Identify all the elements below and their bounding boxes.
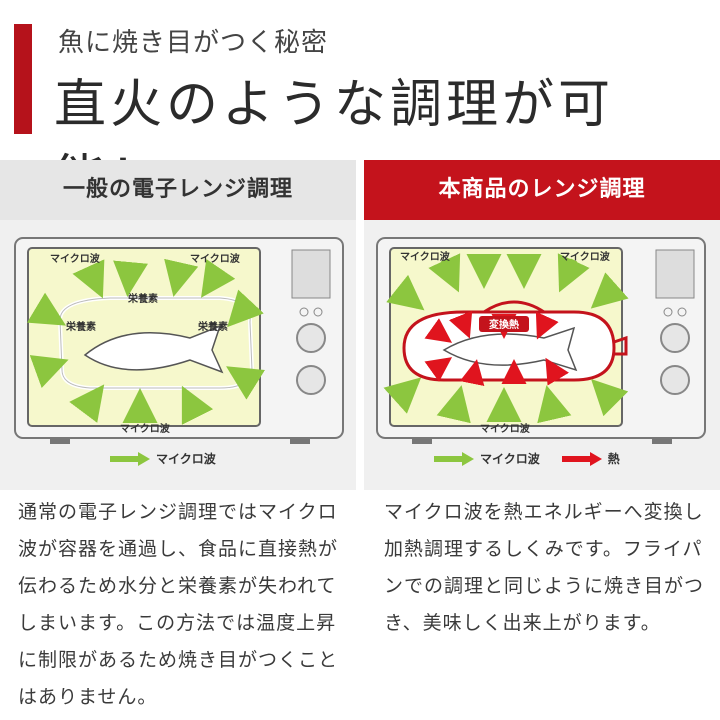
header: 魚に焼き目がつく秘密 直火のような調理が可能！ bbox=[0, 0, 720, 210]
legend-item-heat: 熱 bbox=[561, 450, 620, 467]
conventional-panel: 一般の電子レンジ調理 マイクロ波 マイクロ波 マイクロ波 栄養素 栄養素 栄養素 bbox=[0, 160, 356, 490]
label-microwave: マイクロ波 bbox=[120, 422, 171, 435]
product-legend: マイクロ波 熱 bbox=[434, 450, 642, 467]
dish-lid-handle bbox=[483, 300, 545, 314]
legend-item-microwave: マイクロ波 bbox=[434, 450, 540, 467]
oven-knob bbox=[660, 365, 690, 395]
oven-display bbox=[291, 249, 331, 299]
product-panel: 本商品のレンジ調理 bbox=[364, 160, 720, 490]
legend-label: 熱 bbox=[607, 452, 620, 466]
product-description: マイクロ波を熱エネルギーへ変換し加熱調理するしくみです。フライパンでの調理と同じ… bbox=[384, 501, 705, 634]
microwave-arrows bbox=[26, 258, 266, 425]
legend-label: マイクロ波 bbox=[480, 452, 540, 466]
conventional-description: 通常の電子レンジ調理ではマイクロ波が容器を通過し、食品に直接熱が伝わるため水分と… bbox=[18, 501, 339, 708]
green-arrow-icon bbox=[434, 451, 474, 466]
conversion-heat-badge bbox=[479, 316, 529, 332]
label-microwave: マイクロ波 bbox=[190, 252, 241, 265]
label-microwave: マイクロ波 bbox=[480, 422, 531, 435]
oven-knob bbox=[660, 323, 690, 353]
oven-knob bbox=[296, 323, 326, 353]
conventional-legend: マイクロ波 bbox=[110, 450, 238, 467]
header-subtitle: 魚に焼き目がつく秘密 bbox=[58, 28, 329, 58]
oven-knob bbox=[296, 365, 326, 395]
label-nutrient: 栄養素 bbox=[65, 320, 96, 333]
label-microwave: マイクロ波 bbox=[50, 252, 101, 265]
fish bbox=[83, 324, 224, 374]
product-oven-diagram: 変換熱 マイクロ波 マイクロ波 マイクロ波 bbox=[376, 237, 706, 444]
green-arrow-icon bbox=[110, 451, 150, 466]
label-nutrient: 栄養素 bbox=[197, 320, 228, 333]
product-panel-title: 本商品のレンジ調理 bbox=[364, 160, 720, 220]
label-microwave: マイクロ波 bbox=[400, 250, 451, 263]
label-conversion-heat: 変換熱 bbox=[489, 318, 519, 331]
accent-bar bbox=[14, 24, 32, 134]
legend-item-microwave: マイクロ波 bbox=[110, 450, 216, 467]
microwave-arrows bbox=[383, 253, 629, 424]
conventional-panel-title: 一般の電子レンジ調理 bbox=[0, 160, 356, 220]
red-arrow-icon bbox=[561, 451, 602, 466]
oven-display bbox=[655, 249, 695, 299]
label-microwave: マイクロ波 bbox=[560, 250, 611, 263]
conventional-oven-diagram: マイクロ波 マイクロ波 マイクロ波 栄養素 栄養素 栄養素 bbox=[14, 237, 344, 444]
label-nutrient: 栄養素 bbox=[127, 292, 158, 305]
legend-label: マイクロ波 bbox=[156, 452, 216, 466]
